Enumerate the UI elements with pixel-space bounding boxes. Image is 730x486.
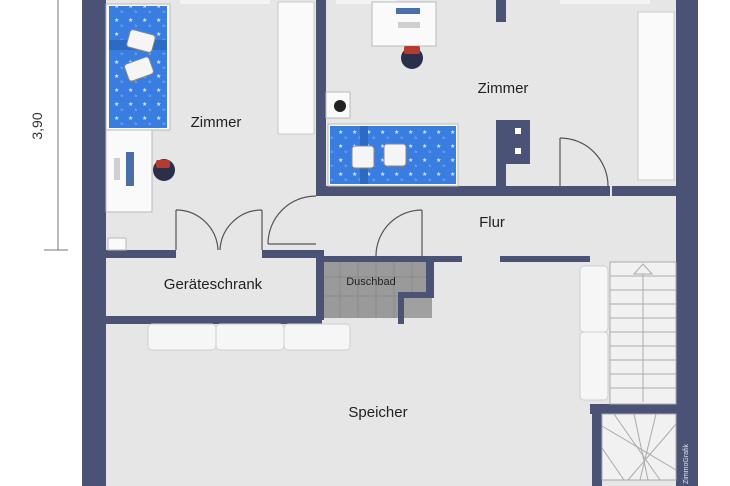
room-label-zimmer-right: Zimmer — [478, 80, 529, 97]
left-cabinet — [107, 237, 127, 251]
credit-text: ZimmoGrafik — [683, 443, 690, 484]
staircase — [601, 261, 677, 481]
dimension-marker: 3,90 — [29, 0, 68, 251]
nightstand — [325, 91, 351, 119]
walls — [82, 0, 698, 486]
left-wardrobe — [277, 1, 315, 135]
right-bed — [327, 123, 459, 187]
stair-side-cushions — [579, 265, 609, 401]
room-label-flur: Flur — [479, 214, 505, 231]
room-label-zimmer-left: Zimmer — [191, 114, 242, 131]
right-chair — [401, 46, 423, 69]
left-desk — [105, 129, 153, 213]
shaft — [506, 120, 530, 164]
doors — [175, 137, 609, 257]
right-desk — [371, 1, 437, 47]
dimension-label: 3,90 — [29, 112, 45, 139]
left-chair — [153, 159, 175, 181]
room-label-duschbad: Duschbad — [346, 276, 396, 288]
room-label-geraeteschrank: Geräteschrank — [164, 276, 263, 293]
left-bed — [105, 3, 171, 131]
room-label-speicher: Speicher — [348, 404, 407, 421]
bathroom-floor — [322, 258, 432, 318]
windows — [180, 0, 650, 4]
speicher-cushions — [147, 323, 351, 351]
right-wardrobe — [637, 11, 675, 181]
